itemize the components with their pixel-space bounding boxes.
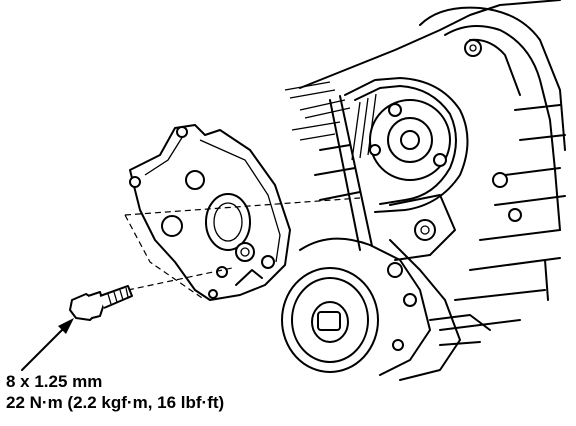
fastener-size-label: 8 x 1.25 mm — [6, 372, 103, 391]
engine-block-outline — [284, 0, 566, 331]
crankshaft-pulley — [281, 237, 491, 381]
flange-bolt — [69, 285, 133, 321]
pointer-arrow — [21, 318, 74, 371]
torque-spec-label: 22 N·m (2.2 kgf·m, 16 lbf·ft) — [6, 393, 225, 412]
bracket-plate — [129, 124, 291, 301]
timing-belt-assembly — [314, 77, 469, 261]
alignment-lines — [124, 197, 361, 301]
